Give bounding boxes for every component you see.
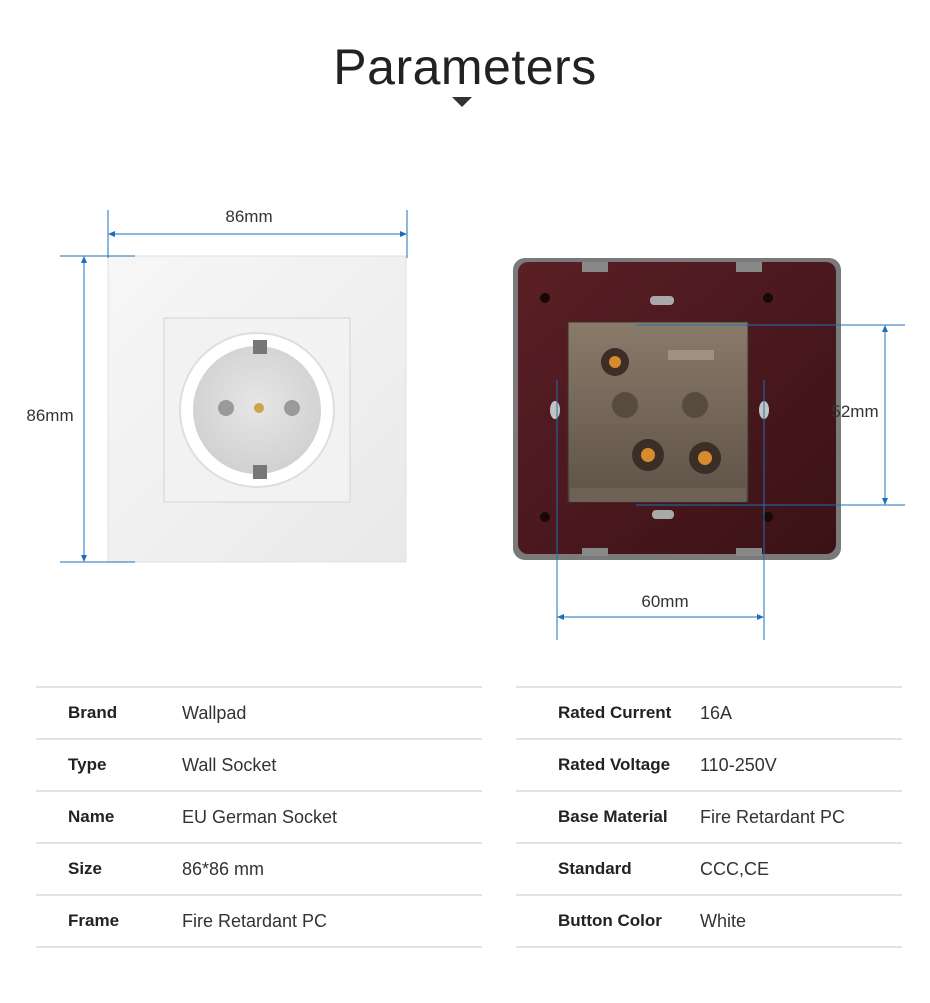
spec-key: Standard — [558, 859, 632, 878]
spec-row-type: Type Wall Socket — [36, 738, 482, 790]
spec-key: Brand — [68, 703, 118, 722]
front-height-label: 86mm — [26, 406, 73, 425]
spec-value: Fire Retardant PC — [700, 806, 846, 827]
spec-key: Rated Current — [558, 703, 672, 722]
spec-row-base-material: Base Material Fire Retardant PC — [516, 790, 902, 842]
spec-row-frame: Frame Fire Retardant PC — [36, 894, 482, 948]
page-title: Parameters — [333, 39, 597, 95]
spec-key: Type — [68, 755, 107, 774]
back-width-label: 60mm — [641, 592, 688, 611]
back-height-label: 52mm — [831, 402, 878, 421]
spec-row-rated-voltage: Rated Voltage 110-250V — [516, 738, 902, 790]
spec-value: Wallpad — [182, 702, 247, 723]
spec-row-button-color: Button Color White — [516, 894, 902, 948]
spec-key: Name — [68, 807, 115, 826]
spec-table-left: Brand Wallpad Type Wall Socket Name EU G… — [36, 686, 482, 948]
back-socket-image — [513, 258, 841, 560]
spec-row-rated-current: Rated Current 16A — [516, 686, 902, 738]
spec-key: Button Color — [558, 911, 662, 930]
spec-row-name: Name EU German Socket — [36, 790, 482, 842]
spec-key: Size — [68, 859, 103, 878]
spec-row-size: Size 86*86 mm — [36, 842, 482, 894]
spec-row-brand: Brand Wallpad — [36, 686, 482, 738]
front-socket-image — [107, 255, 407, 563]
caret-down-icon — [452, 97, 472, 107]
spec-key: Frame — [68, 911, 120, 930]
spec-key: Base Material — [558, 807, 668, 826]
spec-value: 110-250V — [700, 754, 777, 775]
spec-value: CCC,CE — [700, 858, 770, 879]
spec-value: 86*86 mm — [182, 858, 265, 879]
product-dimension-figure: 86mm 86mm — [26, 207, 905, 640]
spec-value: EU German Socket — [182, 806, 338, 827]
spec-row-standard: Standard CCC,CE — [516, 842, 902, 894]
spec-table-right: Rated Current 16A Rated Voltage 110-250V… — [516, 686, 902, 948]
front-width-label: 86mm — [225, 207, 272, 226]
spec-key: Rated Voltage — [558, 755, 671, 774]
spec-value: White — [700, 910, 747, 931]
spec-value: Fire Retardant PC — [182, 910, 328, 931]
spec-value: Wall Socket — [182, 754, 277, 775]
spec-value: 16A — [700, 702, 733, 723]
